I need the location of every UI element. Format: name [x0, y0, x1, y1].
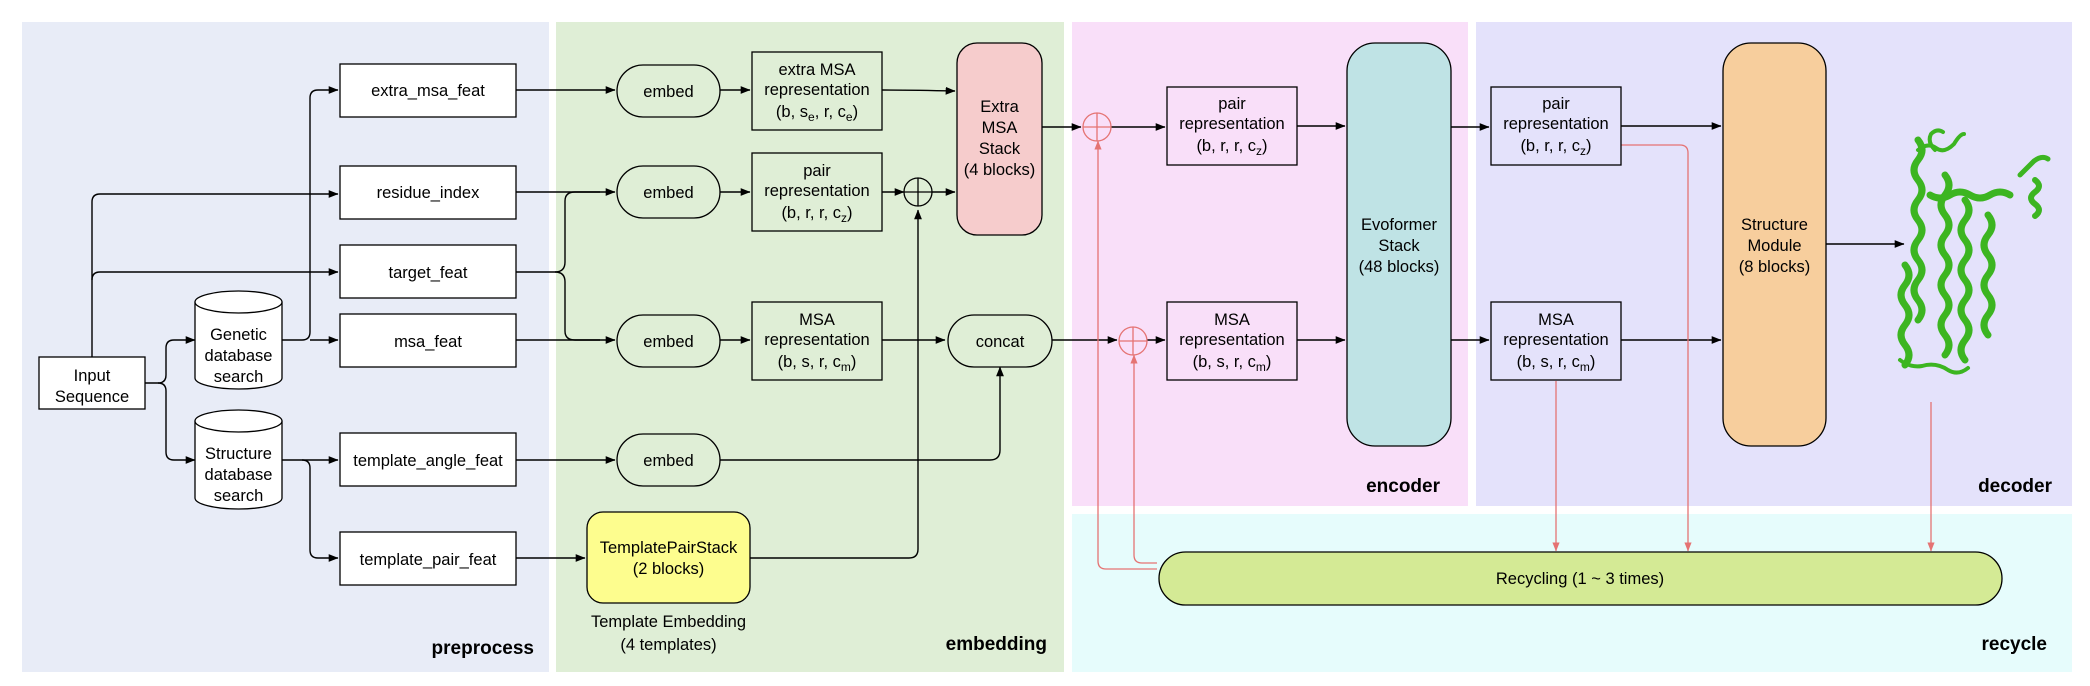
evoformer-line3: (48 blocks): [1359, 258, 1440, 276]
embedding-pair-representation-box: pair representation (b, r, r, cz): [751, 152, 883, 232]
extra-msa-stack-line4: (4 blocks): [964, 161, 1036, 179]
embed-extra-msa-pill: embed: [616, 64, 721, 118]
recycle-add-pair-icon: [1082, 112, 1112, 142]
structure-module-line3: (8 blocks): [1739, 258, 1811, 276]
enc-pair-repr-title1: pair: [1218, 95, 1246, 113]
preprocess-label: preprocess: [432, 638, 534, 659]
recycling-block: Recycling (1 ~ 3 times): [1158, 551, 2003, 606]
template-pair-stack-line2: (2 blocks): [633, 560, 705, 578]
template-pair-stack-line1: TemplatePairStack: [600, 539, 738, 557]
emb-pair-repr-title1: pair: [803, 162, 831, 180]
target-feat-label: target_feat: [389, 264, 468, 282]
structure-module-line2: Module: [1747, 237, 1801, 255]
embedding-label: embedding: [946, 634, 1047, 655]
template-angle-feat-box: template_angle_feat: [339, 432, 517, 487]
emb-msa-repr-dims: (b, s, r, cm): [778, 353, 857, 374]
decoder-pair-representation-box: pair representation (b, r, r, cz): [1490, 86, 1622, 166]
add-operation-icon: [903, 177, 933, 207]
input-sequence-line1: Input: [74, 367, 111, 385]
structure-search-line2: database: [205, 466, 273, 484]
genetic-database-search-cylinder: Genetic database search: [194, 290, 283, 390]
emb-pair-repr-title2: representation: [764, 182, 870, 200]
msa-feat-box: msa_feat: [339, 313, 517, 368]
embedding-msa-representation-box: MSA representation (b, s, r, cm): [751, 301, 883, 381]
recycle-label: recycle: [1981, 634, 2047, 655]
recycle-add-msa-icon: [1118, 326, 1148, 356]
dec-pair-repr-title2: representation: [1503, 115, 1609, 133]
enc-msa-repr-dims: (b, s, r, cm): [1193, 353, 1272, 374]
recycling-label: Recycling (1 ~ 3 times): [1496, 570, 1664, 588]
extra-msa-stack-line2: MSA: [982, 119, 1018, 137]
emb-msa-repr-title1: MSA: [799, 311, 835, 329]
embed-label-1: embed: [643, 83, 693, 101]
decoder-msa-representation-box: MSA representation (b, s, r, cm): [1490, 301, 1622, 381]
embed-pair-pill: embed: [616, 165, 721, 219]
extra-msa-repr-title1: extra MSA: [778, 61, 855, 79]
input-sequence-box: Input Sequence: [38, 356, 146, 410]
encoder-msa-representation-box: MSA representation (b, s, r, cm): [1166, 301, 1298, 381]
extra-msa-feat-box: extra_msa_feat: [339, 63, 517, 118]
enc-msa-repr-title1: MSA: [1214, 311, 1250, 329]
embed-label-4: embed: [643, 452, 693, 470]
evoformer-stack-block: Evoformer Stack (48 blocks): [1346, 42, 1452, 447]
recycle-connectors: [1094, 140, 1935, 570]
genetic-search-line3: search: [214, 368, 264, 386]
residue-index-box: residue_index: [339, 165, 517, 220]
template-pair-feat-label: template_pair_feat: [360, 551, 497, 569]
extra-msa-representation-box: extra MSA representation (b, se, r, ce): [751, 51, 883, 131]
dec-msa-repr-title1: MSA: [1538, 311, 1574, 329]
template-pair-stack-block: TemplatePairStack (2 blocks): [586, 511, 751, 604]
extra-msa-repr-dims: (b, se, r, ce): [776, 103, 858, 124]
embed-label-3: embed: [643, 333, 693, 351]
target-feat-box: target_feat: [339, 244, 517, 299]
template-angle-feat-label: template_angle_feat: [353, 452, 503, 470]
genetic-search-line2: database: [205, 347, 273, 365]
dec-pair-repr-title1: pair: [1542, 95, 1570, 113]
evoformer-line1: Evoformer: [1361, 216, 1438, 234]
extra-msa-repr-title2: representation: [764, 81, 870, 99]
embed-msa-pill: embed: [616, 314, 721, 368]
enc-pair-repr-title2: representation: [1179, 115, 1285, 133]
encoder-pair-representation-box: pair representation (b, r, r, cz): [1166, 86, 1298, 166]
encoder-label: encoder: [1366, 476, 1441, 497]
dec-pair-repr-dims: (b, r, r, cz): [1520, 137, 1591, 158]
embed-label-2: embed: [643, 184, 693, 202]
emb-msa-repr-title2: representation: [764, 331, 870, 349]
structure-search-line3: search: [214, 487, 264, 505]
evoformer-line2: Stack: [1378, 237, 1420, 255]
template-embedding-caption-line2: (4 templates): [620, 636, 716, 654]
decoder-label: decoder: [1978, 476, 2053, 497]
extra-msa-feat-label: extra_msa_feat: [371, 82, 485, 100]
residue-index-label: residue_index: [377, 184, 480, 202]
concat-pill: concat: [947, 314, 1053, 368]
template-pair-feat-box: template_pair_feat: [339, 531, 517, 586]
extra-msa-stack-block: Extra MSA Stack (4 blocks): [956, 42, 1043, 236]
concat-label: concat: [976, 333, 1025, 351]
structure-module-block: Structure Module (8 blocks): [1722, 42, 1827, 447]
structure-database-search-cylinder: Structure database search: [194, 409, 283, 510]
enc-pair-repr-dims: (b, r, r, cz): [1196, 137, 1267, 158]
template-embedding-caption-line1: Template Embedding: [591, 613, 746, 631]
emb-pair-repr-dims: (b, r, r, cz): [781, 204, 852, 225]
msa-feat-label: msa_feat: [394, 333, 462, 351]
structure-search-line1: Structure: [205, 445, 272, 463]
extra-msa-stack-line1: Extra: [980, 98, 1019, 116]
dec-msa-repr-title2: representation: [1503, 331, 1609, 349]
enc-msa-repr-title2: representation: [1179, 331, 1285, 349]
dec-msa-repr-dims: (b, s, r, cm): [1517, 353, 1596, 374]
input-sequence-line2: Sequence: [55, 388, 129, 406]
extra-msa-stack-line3: Stack: [979, 140, 1021, 158]
connectors: [91, 86, 1905, 562]
embed-template-angle-pill: embed: [616, 433, 721, 487]
structure-module-line1: Structure: [1741, 216, 1808, 234]
genetic-search-line1: Genetic: [210, 326, 267, 344]
protein-cartoon-icon: [1897, 128, 2051, 375]
